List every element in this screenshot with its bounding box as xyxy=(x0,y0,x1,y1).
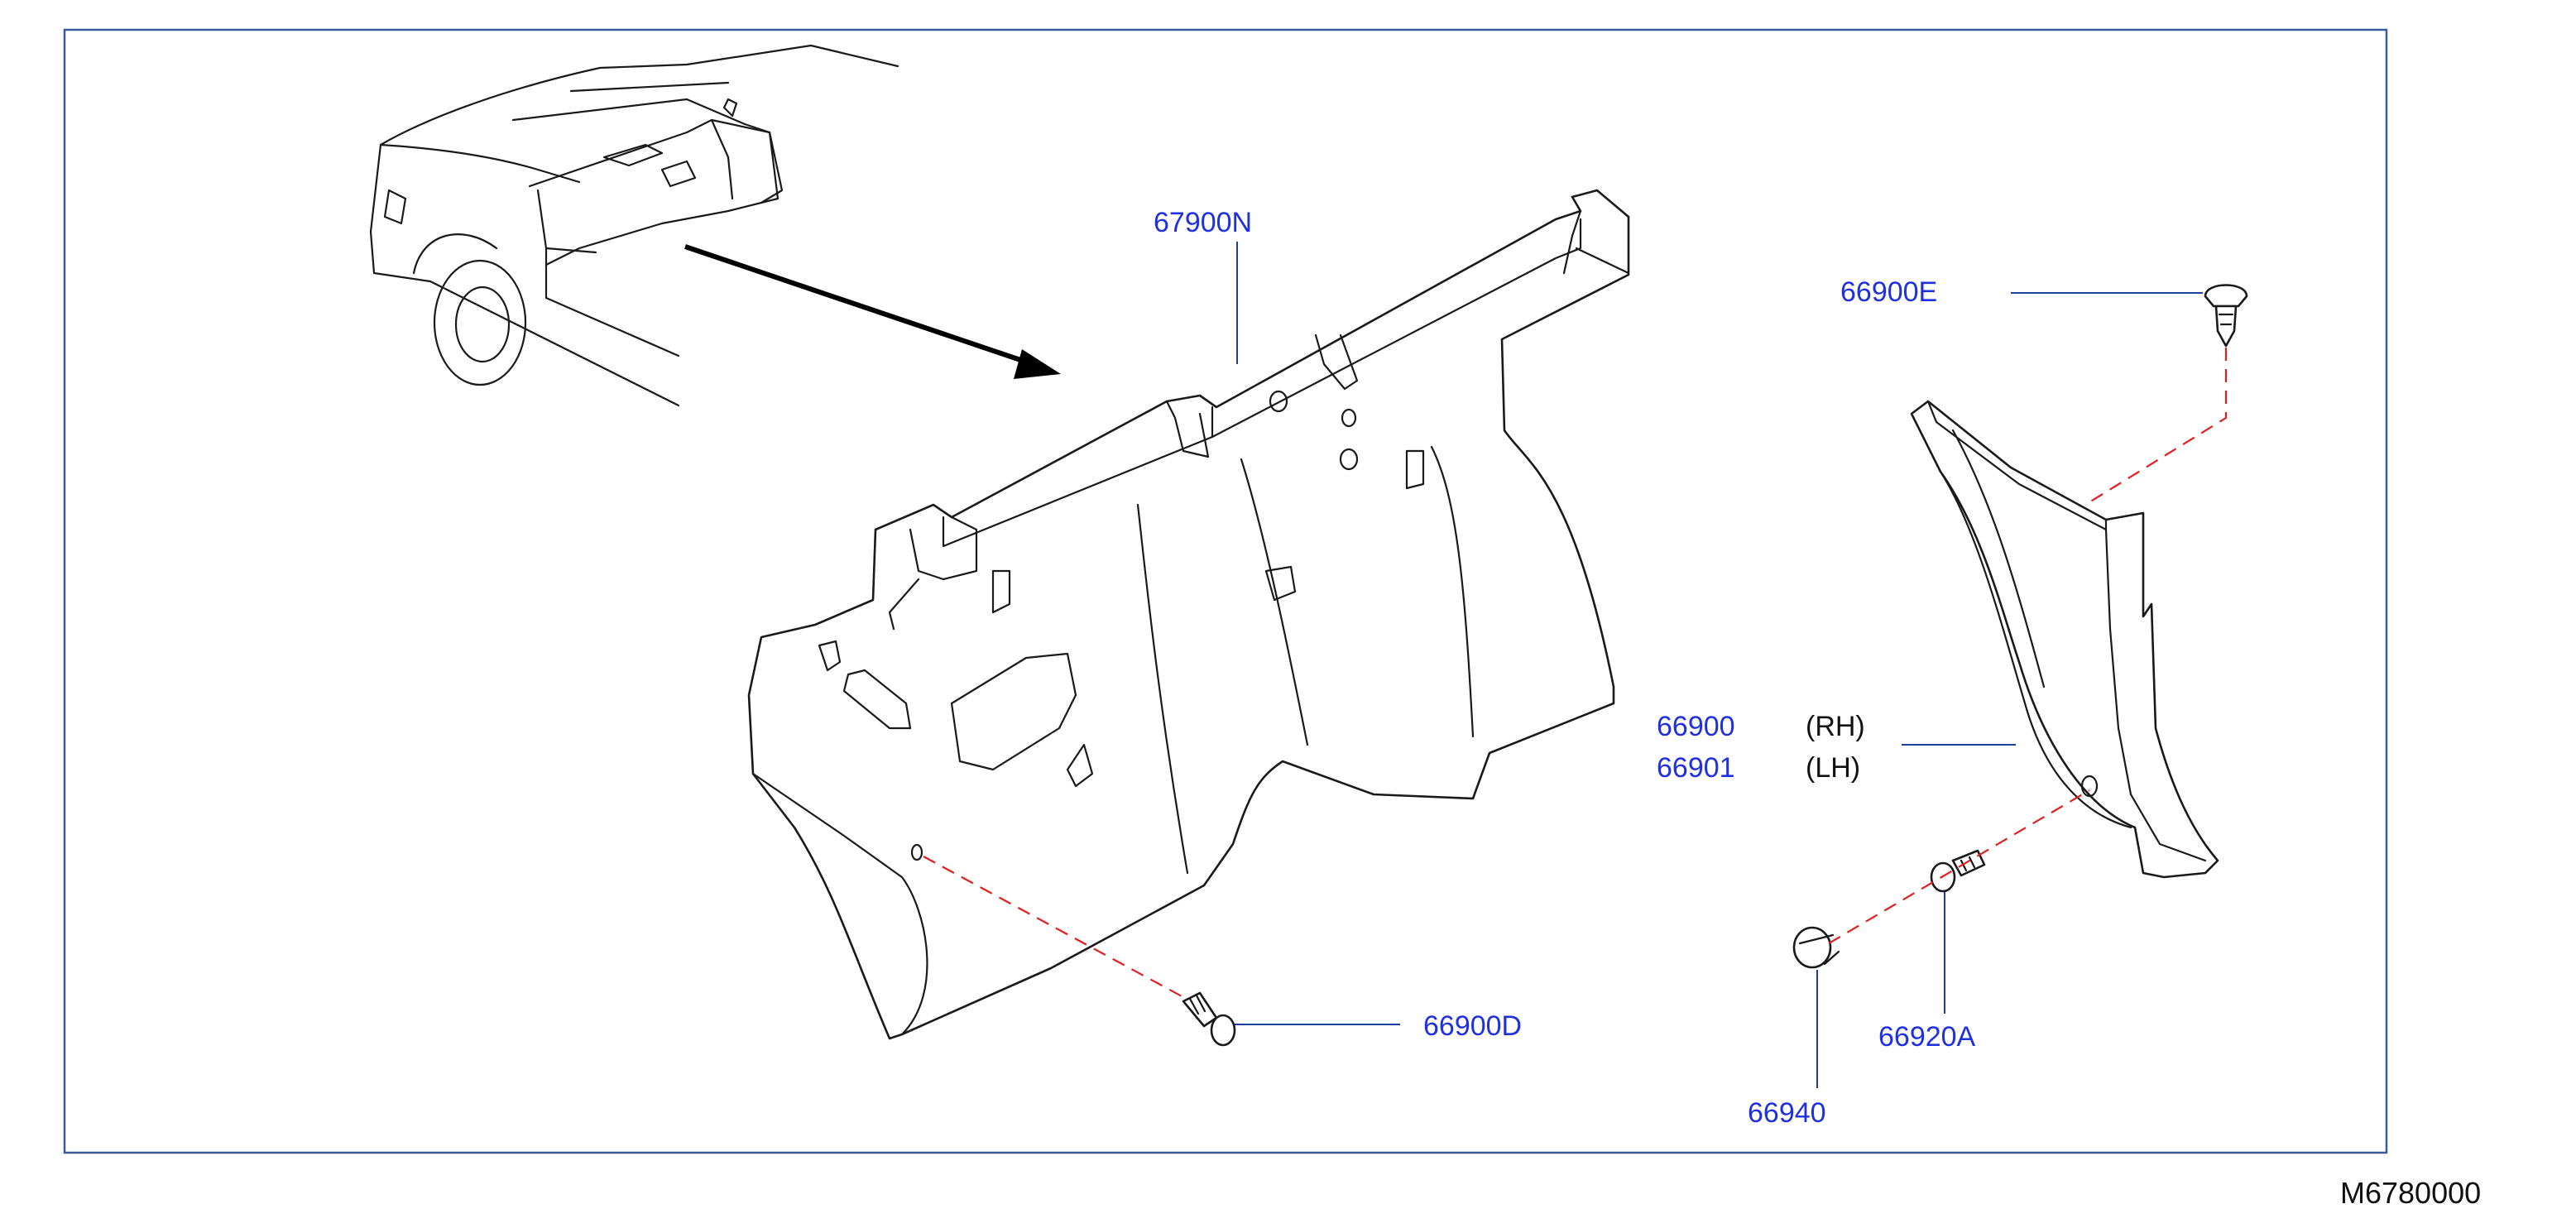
callout-66901-side: (LH) xyxy=(1806,752,1860,784)
callout-66901: 66901 xyxy=(1657,752,1735,784)
callout-66900E: 66900E xyxy=(1840,276,1937,308)
wheel-icon xyxy=(433,259,527,386)
vehicle-overview-illustration xyxy=(369,44,899,407)
install-paths xyxy=(923,348,2228,998)
diagram-frame xyxy=(63,28,2388,1154)
pillar-trim-66900-66901 xyxy=(1910,400,2219,879)
grommet-66940 xyxy=(1792,926,1840,969)
rear-panel-finisher-67900N xyxy=(747,189,1630,1040)
screw-66900D xyxy=(1182,991,1236,1047)
clip-66900E xyxy=(2204,284,2248,348)
callout-66900-side: (RH) xyxy=(1806,711,1865,742)
part-callouts: 67900N 66900E 66900 (RH) 66901 (LH) 6690… xyxy=(1154,207,1976,1129)
leader-lines xyxy=(1235,242,2203,1088)
screw-66920A xyxy=(1930,849,1986,893)
diagram-code: M6780000 xyxy=(2340,1176,2481,1210)
callout-66900D: 66900D xyxy=(1423,1010,1522,1042)
callout-66920A: 66920A xyxy=(1878,1021,1976,1053)
callout-67900N: 67900N xyxy=(1154,207,1252,238)
callout-66940: 66940 xyxy=(1748,1097,1826,1129)
location-arrow xyxy=(684,244,1061,379)
callout-66900: 66900 xyxy=(1657,711,1735,742)
